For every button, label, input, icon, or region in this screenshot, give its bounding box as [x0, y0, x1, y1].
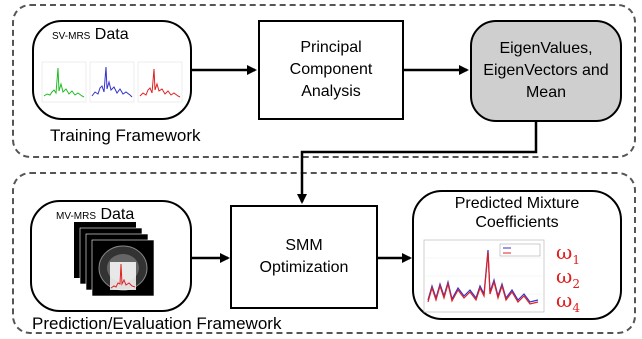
prediction-frame	[12, 172, 636, 334]
omega-1-label: ω1	[556, 240, 580, 267]
smm-label: SMM Optimization	[259, 237, 349, 276]
mv-mrs-prefix: MV-MRS	[56, 211, 96, 222]
omega-4-label: ω4	[556, 288, 580, 315]
smm-optimization-box: SMM Optimization	[230, 205, 378, 309]
spectrum-green	[41, 61, 87, 103]
mv-mrs-data-word: Data	[100, 206, 135, 223]
arrow-eigen-to-smm	[297, 122, 538, 204]
eigen-label: EigenValues, EigenVectors and Mean	[483, 40, 609, 101]
sv-mrs-data-title: SV-MRS Data	[52, 26, 129, 44]
pca-label: Principal Component Analysis	[289, 39, 373, 100]
training-frame	[12, 4, 636, 158]
sv-mrs-prefix: SV-MRS	[52, 31, 91, 42]
sv-mrs-data-word: Data	[94, 26, 129, 43]
spectrum-red	[137, 61, 183, 103]
eigen-output-box: EigenValues, EigenVectors and Mean	[470, 20, 622, 122]
spectrum-blue	[89, 61, 135, 103]
pca-box: Principal Component Analysis	[258, 20, 404, 120]
predicted-coefficients-title: Predicted Mixture Coefficients	[454, 195, 580, 231]
mv-mrs-data-title: MV-MRS Data	[56, 206, 134, 224]
omega-2-label: ω2	[556, 264, 580, 291]
prediction-framework-label: Prediction/Evaluation Framework	[32, 314, 282, 333]
training-framework-label: Training Framework	[50, 126, 201, 145]
